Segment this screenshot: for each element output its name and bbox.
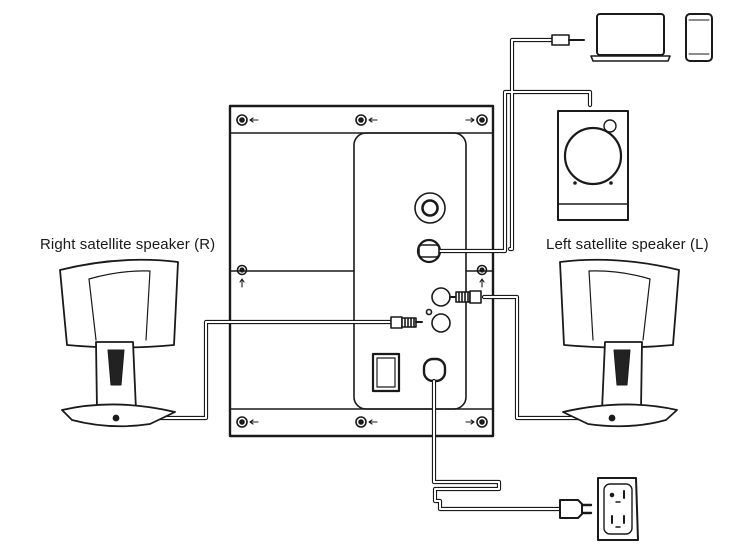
cables (112, 37, 615, 512)
power-plug-icon (559, 499, 593, 519)
audio-plug (418, 244, 440, 258)
power-switch (371, 352, 401, 393)
laptop-audio-plug (551, 34, 585, 46)
left-speaker-label: Left satellite speaker (L) (546, 236, 709, 253)
subwoofer-rear-panel (228, 104, 495, 438)
cables-inner (114, 39, 613, 510)
right-speaker-label: Right satellite speaker (R) (40, 236, 216, 253)
screw-icon (236, 114, 488, 428)
power-cord-socket (422, 357, 447, 383)
rca-plug-right (390, 316, 423, 329)
wall-outlet-icon (597, 477, 639, 541)
smartphone-icon (685, 13, 713, 62)
laptop-icon (590, 13, 671, 62)
rca-plug-left (449, 290, 482, 304)
arrow-marks (239, 117, 485, 425)
volume-knob-icon (414, 192, 446, 224)
left-satellite-speaker (559, 258, 680, 428)
tv-icon (557, 110, 629, 221)
right-satellite-speaker (59, 258, 179, 428)
speaker-output-jacks (425, 287, 451, 333)
